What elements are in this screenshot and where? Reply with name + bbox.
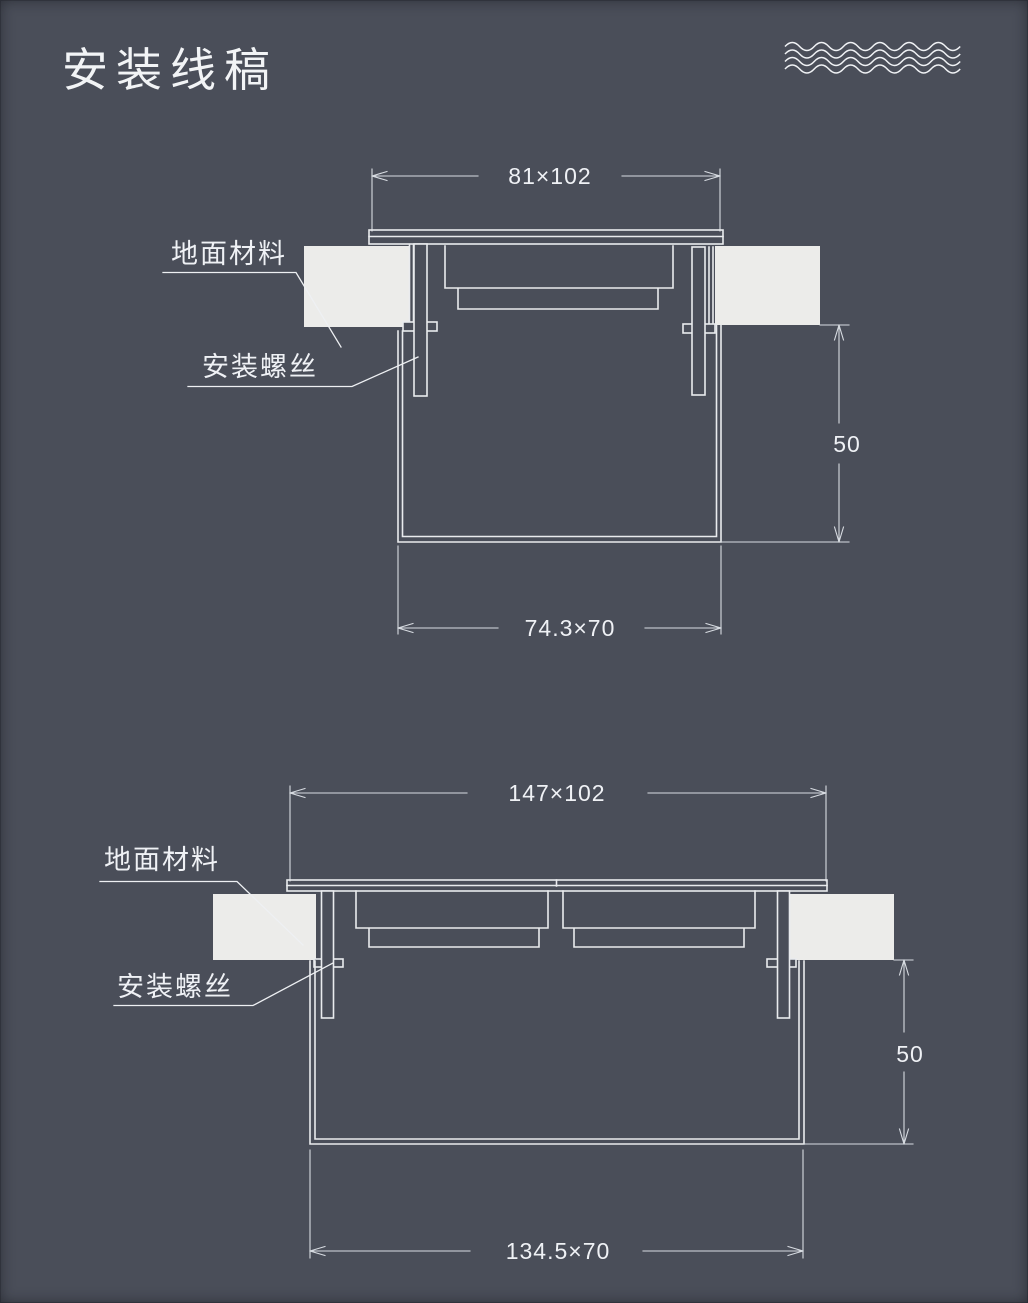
floor-material-callout: 地面材料 [99,845,304,946]
arrowheads [371,170,721,182]
dimension-bottom: 74.3×70 [397,545,722,641]
dim-top-value: 147×102 [508,780,605,806]
screw [691,246,706,396]
leader-line [187,356,419,388]
dim-depth-value: 50 [833,431,861,457]
floor-material-right [715,246,820,325]
screw [320,890,335,1019]
screw-callout: 安装螺丝 [187,352,419,388]
screw-callout: 安装螺丝 [113,962,334,1007]
body-steps [562,890,756,948]
extension-line [289,785,827,882]
mounting-box [309,960,805,1145]
cover-plate [368,229,724,245]
extension-line [720,324,850,543]
socket-body-right [562,890,756,948]
leader-line [113,962,334,1007]
waves-icon [784,41,961,74]
floor-material-label: 地面材料 [104,845,220,875]
floor-material-right [790,894,894,960]
dimension-depth: 50 [720,324,861,543]
mounting-screw-right [682,246,716,396]
floor-material-left [304,246,409,327]
screw [413,243,428,397]
page-title: 安装线稿 [62,44,278,96]
leader-line [162,271,342,348]
dim-bottom-value: 134.5×70 [506,1238,611,1264]
arrowheads [309,1245,804,1257]
screw-label: 安装螺丝 [202,352,318,382]
dim-depth-value: 50 [896,1041,924,1067]
screw [776,890,791,1019]
dimension-top: 81×102 [371,163,721,232]
extension-line [309,1149,804,1259]
extension-line [397,545,722,635]
screw-rail [408,244,415,331]
double-gang-figure: 147×102 [99,780,924,1264]
extension-line [371,168,721,232]
dimension-depth: 50 [803,959,924,1145]
mounting-box [397,324,722,543]
mounting-screw-right [766,890,797,1019]
arrowheads [833,324,845,543]
dimension-bottom: 134.5×70 [309,1149,804,1264]
box-walls [397,324,722,543]
arrowheads [289,787,827,799]
screw-rail [708,246,714,331]
floor-material-callout: 地面材料 [162,239,342,348]
floor-material-left [213,894,316,960]
socket-body [444,245,674,310]
single-gang-figure: 81×102 [162,163,861,641]
screw-label: 安装螺丝 [117,972,233,1002]
floor-material-label: 地面材料 [171,239,287,269]
box-walls [309,960,805,1145]
cover-plate [286,879,828,892]
mounting-screw-left [313,890,344,1019]
body-steps [444,245,674,310]
arrowheads [397,622,722,634]
body-steps [355,890,549,948]
dim-top-value: 81×102 [508,163,591,189]
socket-body-left [355,890,549,948]
leader-line [99,880,304,946]
dimension-top: 147×102 [289,780,827,882]
wave-lines [784,41,961,74]
dim-bottom-value: 74.3×70 [525,615,616,641]
arrowheads [898,959,910,1145]
